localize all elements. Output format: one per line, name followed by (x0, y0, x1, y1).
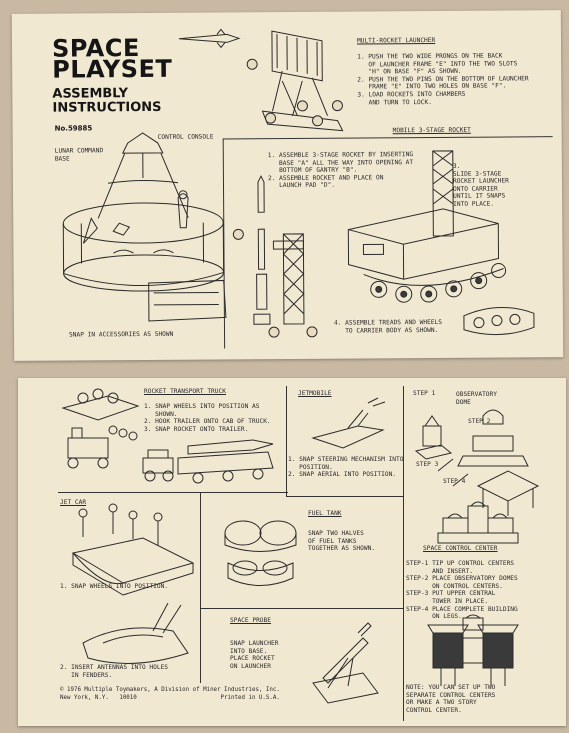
step4-label: STEP 4 (443, 478, 466, 485)
jet-car-step2: 2. INSERT ANTENNAS INTO HOLES IN FENDERS… (60, 664, 169, 679)
observatory-dome-label: OBSERVATORY DOME (456, 391, 497, 406)
control-center-note: NOTE: YOU CAN SET UP TWO SEPARATE CONTRO… (406, 684, 496, 714)
multi-rocket-launcher-heading: MULTI-ROCKET LAUNCHER (356, 36, 436, 45)
space-probe-illustration (312, 622, 379, 704)
section-divider (286, 496, 404, 497)
multi-rocket-launcher-illustration (246, 30, 344, 132)
copyright-notice: © 1976 Multiple Toymakers, A Division of… (60, 687, 280, 701)
section-divider (200, 608, 404, 609)
mobile-rocket-step4: 4. ASSEMBLE TREADS AND WHEELS TO CARRIER… (333, 318, 443, 335)
space-control-center-steps: STEP-1 TIP UP CONTROL CENTERS AND INSERT… (406, 560, 518, 621)
mobile-carrier-illustration (347, 150, 507, 303)
rocket-truck-steps: 1. SNAP WHEELS INTO POSITION AS SHOWN. 2… (144, 403, 271, 433)
step3-label: STEP 3 (416, 461, 439, 468)
bottom-instruction-sheet: ROCKET TRANSPORT TRUCK 1. SNAP WHEELS IN… (18, 378, 566, 726)
step2-label: STEP 2 (468, 418, 491, 425)
fuel-tank-heading: FUEL TANK (308, 510, 342, 517)
mobile-rocket-heading: MOBILE 3-STAGE ROCKET (392, 126, 471, 135)
section-divider (286, 386, 287, 496)
fuel-tank-illustration (224, 520, 297, 586)
tread-detail-illustration (463, 306, 535, 336)
space-control-center-heading: SPACE CONTROL CENTER (423, 545, 498, 552)
section-divider (403, 386, 404, 721)
subtitle-instructions: INSTRUCTIONS (52, 99, 162, 116)
two-story-control-center-illustration (427, 614, 519, 686)
jet-car-heading: JET CAR (60, 499, 87, 506)
section-divider (58, 492, 288, 493)
control-center-steps-illustration (414, 409, 540, 516)
section-divider (200, 493, 201, 683)
small-rocket-illustration (178, 28, 241, 49)
step1-label: STEP 1 (413, 390, 436, 397)
jetmobile-illustration (311, 397, 386, 449)
space-probe-text: SNAP LAUNCHER INTO BASE. PLACE ROCKET ON… (230, 640, 279, 670)
multi-rocket-launcher-steps: 1. PUSH THE TWO WIDE PRONGS ON THE BACK … (357, 52, 529, 107)
title-playset: PLAYSET (52, 54, 173, 84)
jetmobile-steps: 1. SNAP STEERING MECHANISM INTO POSITION… (288, 456, 404, 479)
fuel-tank-text: SNAP TWO HALVES OF FUEL TANKS TOGETHER A… (308, 530, 376, 553)
snap-accessories-note: SNAP IN ACCESSORIES AS SHOWN (69, 330, 174, 339)
top-instruction-sheet: SPACE PLAYSET ASSEMBLY INSTRUCTIONS No.5… (11, 10, 564, 361)
three-stage-rocket-illustration (232, 175, 318, 338)
rocket-truck-illustration (61, 388, 274, 484)
jet-car-illustration (71, 503, 195, 664)
rocket-truck-heading: ROCKET TRANSPORT TRUCK (144, 388, 226, 395)
space-probe-heading: SPACE PROBE (230, 617, 271, 624)
control-center-assembled-illustration (437, 501, 519, 544)
jetmobile-heading: JETMOBILE (298, 390, 332, 397)
